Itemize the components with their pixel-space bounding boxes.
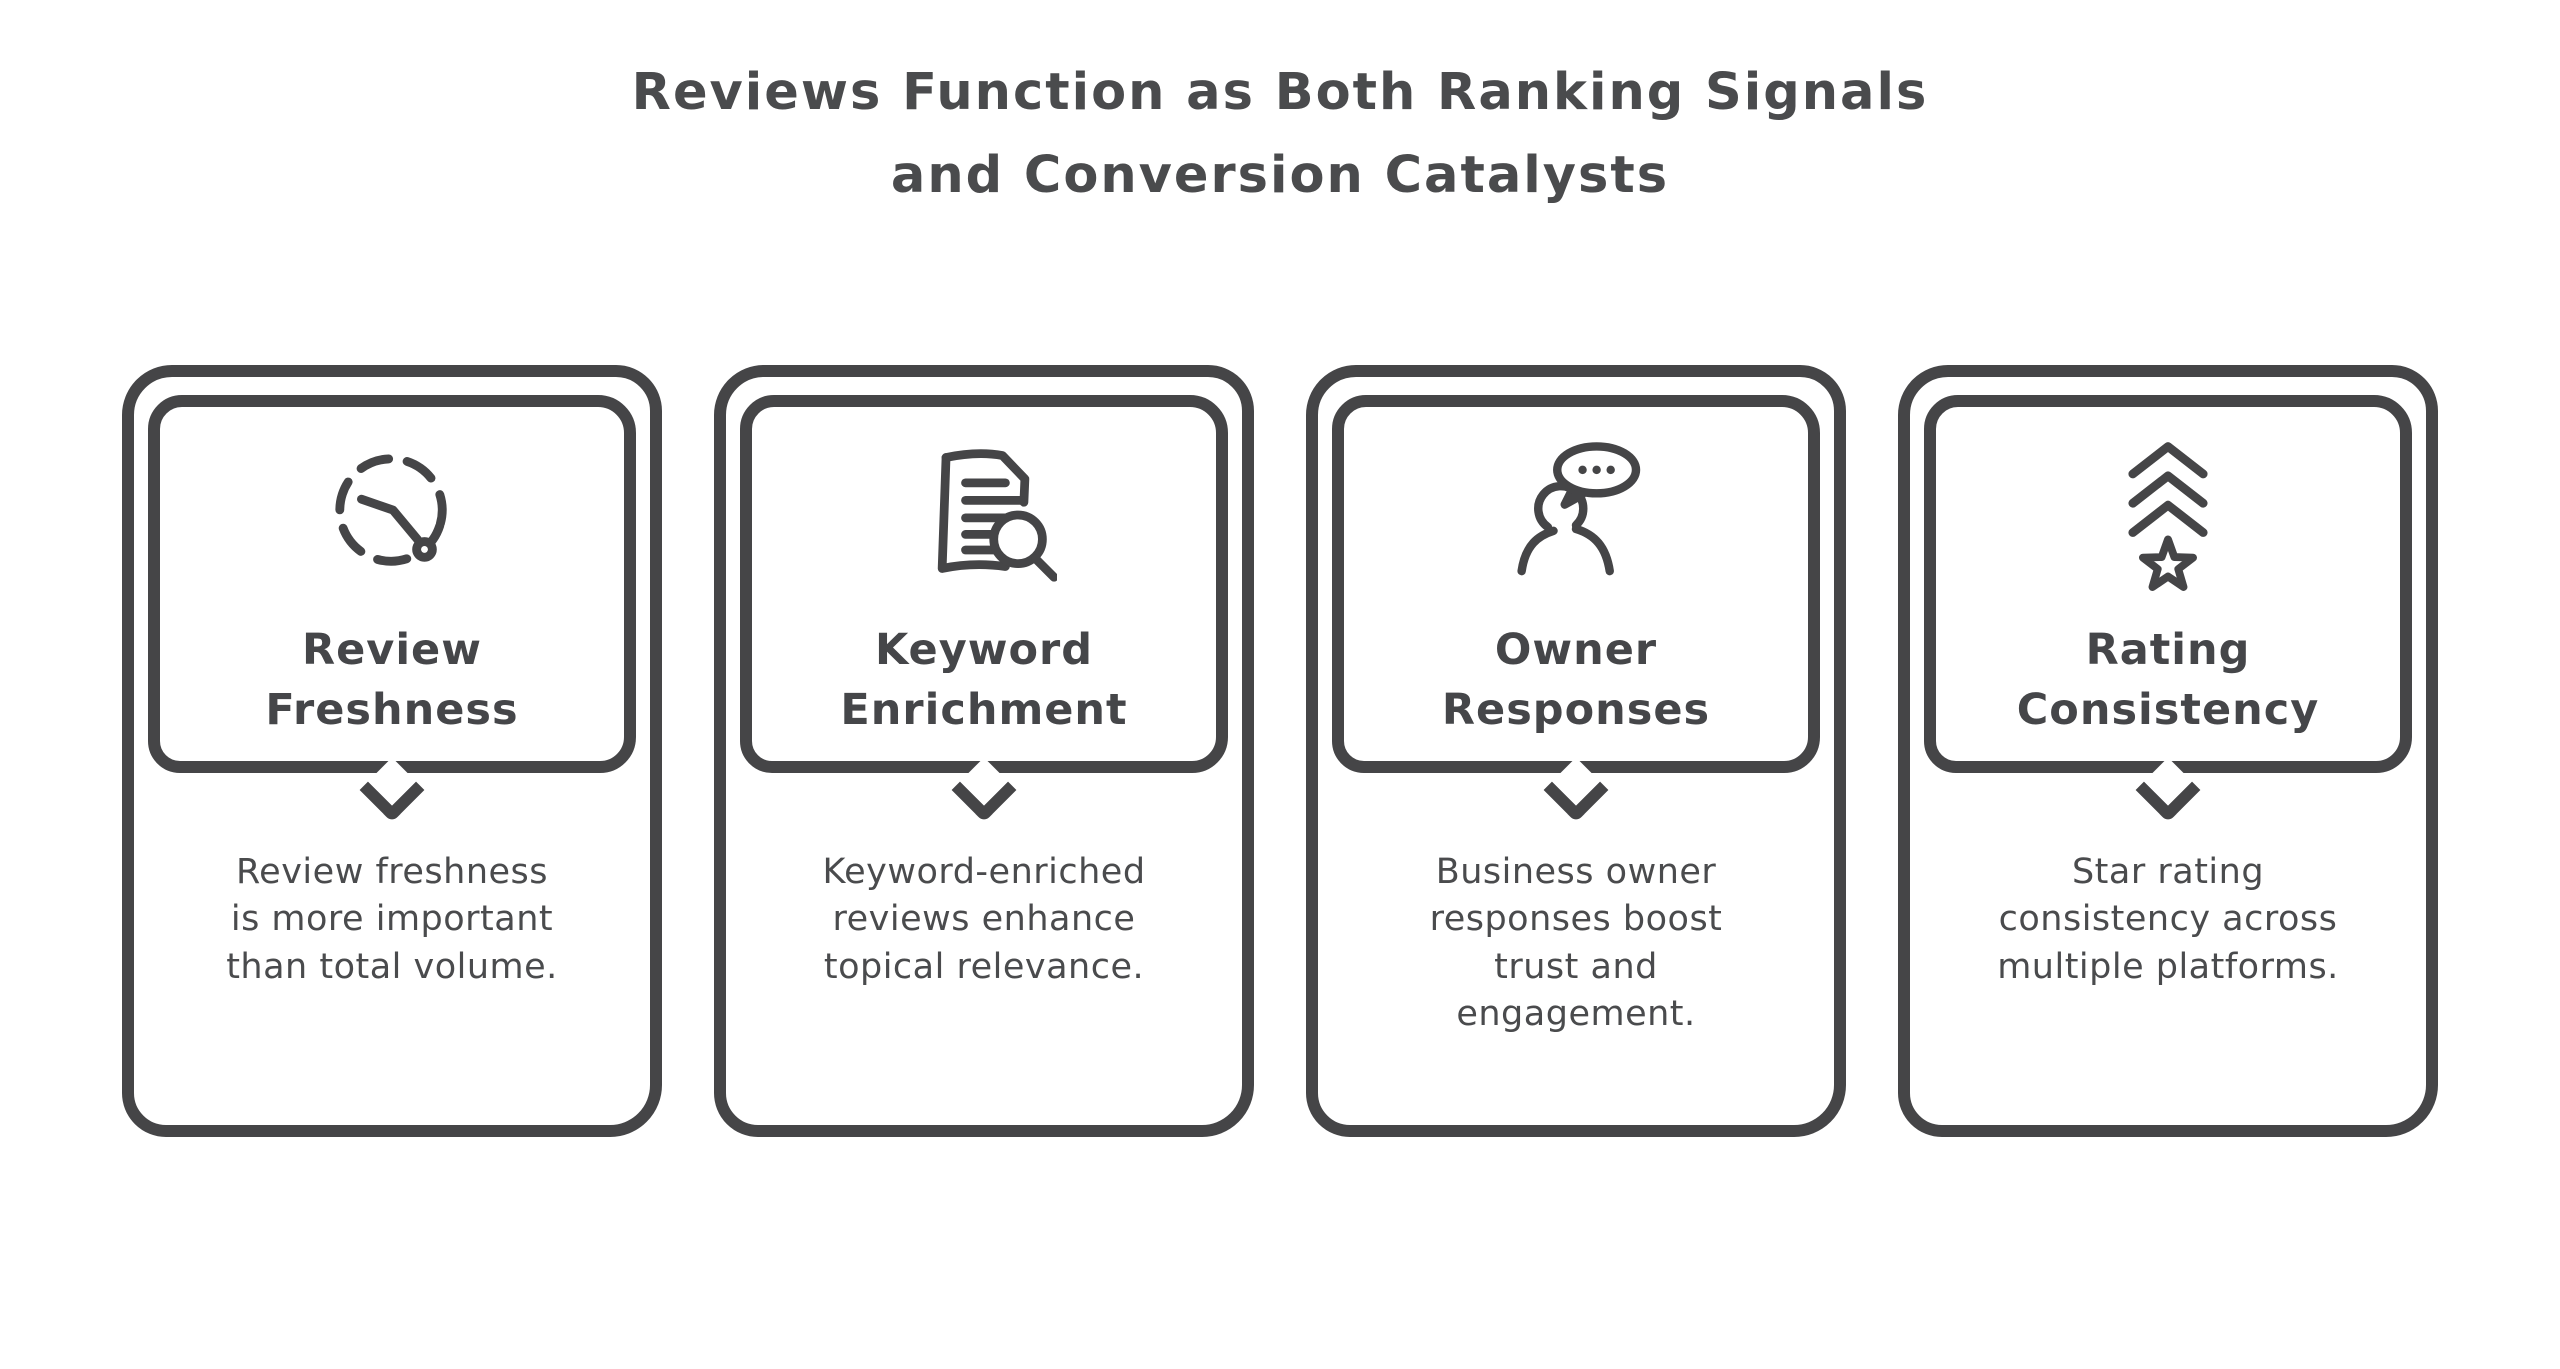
card-title: Rating Consistency bbox=[2016, 625, 2320, 735]
card-title: Owner Responses bbox=[1441, 625, 1711, 735]
card-header-bubble: Rating Consistency bbox=[1924, 395, 2412, 823]
card-title: Keyword Enrichment bbox=[840, 625, 1128, 735]
card-title: Review Freshness bbox=[265, 625, 519, 735]
clock-icon bbox=[328, 429, 456, 597]
card-description: Review freshness is more important than … bbox=[226, 852, 558, 987]
card-review-freshness: Review Freshness Review freshness is mor… bbox=[122, 365, 662, 1138]
page-title: Reviews Function as Both Ranking Signals… bbox=[631, 63, 1929, 205]
bubble-tail bbox=[1543, 757, 1609, 823]
card-header-bubble: Review Freshness bbox=[148, 395, 636, 823]
card-rating-consistency: Rating Consistency Star rating consisten… bbox=[1898, 365, 2438, 1138]
card-header-bubble: Keyword Enrichment bbox=[740, 395, 1228, 823]
chevrons-star-icon bbox=[2109, 429, 2227, 597]
cards-row: Review Freshness Review freshness is mor… bbox=[0, 365, 2560, 1138]
card-owner-responses: Owner Responses Business owner responses… bbox=[1306, 365, 1846, 1138]
bubble-tail bbox=[2135, 757, 2201, 823]
bubble-tail bbox=[359, 757, 425, 823]
card-description: Keyword-enriched reviews enhance topical… bbox=[822, 852, 1146, 987]
document-search-icon bbox=[911, 429, 1057, 597]
card-description: Star rating consistency across multiple … bbox=[1997, 852, 2339, 987]
card-description: Business owner responses boost trust and… bbox=[1429, 852, 1723, 1034]
infographic-page: Reviews Function as Both Ranking Signals… bbox=[0, 52, 2560, 1369]
person-speech-bubble-icon bbox=[1501, 429, 1651, 597]
bubble-tail bbox=[951, 757, 1017, 823]
card-keyword-enrichment: Keyword Enrichment Keyword-enriched revi… bbox=[714, 365, 1254, 1138]
card-header-bubble: Owner Responses bbox=[1332, 395, 1820, 823]
